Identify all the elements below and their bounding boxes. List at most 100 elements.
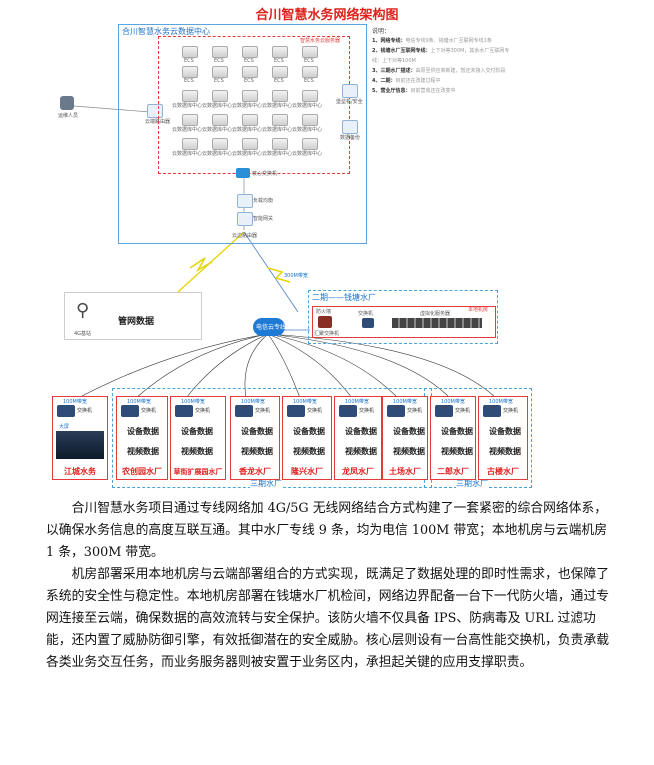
- switch-icon: [483, 405, 501, 417]
- device-data-label: 设备数据: [293, 426, 325, 437]
- database-label: 云数据库中心: [202, 102, 232, 109]
- server-icon: [242, 46, 258, 58]
- video-data-label: 视频数据: [241, 446, 273, 457]
- tower-icon: ⚲: [76, 300, 89, 321]
- switch-label: 交换机: [407, 407, 422, 414]
- legend: 说明： 1、网络专线：电信专线9条、钱塘水厂互联网专线1条 2、钱塘水厂互联网专…: [372, 28, 532, 98]
- security-icon: [342, 84, 358, 98]
- legend-item: 1、网络专线：电信专线9条、钱塘水厂互联网专线1条: [372, 38, 532, 45]
- plant-name: 香龙水厂: [231, 466, 279, 477]
- plant-name: 隆兴水厂: [283, 466, 331, 477]
- lightning-1: [190, 258, 212, 270]
- server-icon: [212, 66, 228, 78]
- server-icon: [272, 66, 288, 78]
- device-data-label: 设备数据: [127, 426, 159, 437]
- device-data-label: 设备数据: [241, 426, 273, 437]
- virtual-servers-icon: [392, 318, 482, 328]
- video-data-label: 视频数据: [293, 446, 325, 457]
- database-label: 云数据库中心: [232, 102, 262, 109]
- server-icon: [212, 46, 228, 58]
- cloud-router-label: 云边路由器: [232, 232, 257, 239]
- video-data-label: 视频数据: [181, 446, 213, 457]
- load-balancer-label: 负载均衡: [253, 197, 273, 204]
- switch-label: 交换机: [77, 407, 92, 414]
- plant-name: 二郎水厂: [431, 466, 475, 477]
- plant-name: 草街扩展园水厂: [171, 467, 225, 477]
- switch-label: 交换机: [503, 407, 518, 414]
- switch-icon: [57, 405, 75, 417]
- core-switch-icon: [236, 168, 250, 178]
- server-label: ECS: [244, 58, 254, 64]
- video-data-label: 视频数据: [127, 446, 159, 457]
- database-label: 云数据库中心: [172, 150, 202, 157]
- database-label: 云数据库中心: [202, 150, 232, 157]
- plant-caojie: 100M带宽 交换机 设备数据 视频数据 草街扩展园水厂: [170, 396, 226, 480]
- server-label: ECS: [304, 78, 314, 84]
- database-label: 云数据库中心: [232, 150, 262, 157]
- database-label: 云数据库中心: [202, 126, 232, 133]
- server-icon: [182, 46, 198, 58]
- server-room-label: 本地机房: [468, 306, 488, 313]
- database-label: 云数据库中心: [262, 102, 292, 109]
- backup-icon: [342, 120, 358, 134]
- switch-icon: [287, 405, 305, 417]
- database-icon: [182, 138, 198, 150]
- cluster-label: 智慧水务云服务器: [300, 37, 340, 44]
- description-text: 合川智慧水务项目通过专线网络加 4G/5G 无线网络结合方式构建了一套紧密的综合…: [46, 498, 612, 674]
- switch-icon: [175, 405, 193, 417]
- database-label: 云数据库中心: [262, 126, 292, 133]
- plant-tuchang: 100M带宽 交换机 设备数据 视频数据 土场水厂: [382, 396, 428, 480]
- switch-label: 交换机: [307, 407, 322, 414]
- plant-longfeng: 100M带宽 交换机 设备数据 视频数据 龙凤水厂: [334, 396, 382, 480]
- switch-p2-label: 交换机: [358, 310, 373, 317]
- database-label: 云数据库中心: [292, 150, 322, 157]
- legend-heading: 说明：: [372, 28, 532, 35]
- switch-label: 交换机: [195, 407, 210, 414]
- server-label: ECS: [274, 58, 284, 64]
- server-icon: [242, 66, 258, 78]
- bandwidth-label: 100M带宽: [345, 398, 369, 405]
- server-grid: ECS ECS ECS ECS ECS ECS ECS ECS ECS ECS …: [168, 44, 338, 168]
- legend-item: 3、三期水厂描述：由原至供应商新建，暂还未接入交付阶段: [372, 68, 532, 75]
- user-icon: [60, 96, 74, 110]
- device-data-label: 设备数据: [441, 426, 473, 437]
- device-data-label: 设备数据: [393, 426, 425, 437]
- database-icon: [242, 114, 258, 126]
- switch-label: 交换机: [455, 407, 470, 414]
- bandwidth-label: 100M带宽: [489, 398, 513, 405]
- video-data-label: 视频数据: [393, 446, 425, 457]
- plant-name: 龙凤水厂: [335, 466, 381, 477]
- tower-label: 4G基站: [74, 330, 91, 337]
- device-data-label: 设备数据: [489, 426, 521, 437]
- switch-label: 交换机: [255, 407, 270, 414]
- legend-item: 4、二期：目前还在改建过程中: [372, 78, 532, 85]
- server-label: ECS: [274, 78, 284, 84]
- database-icon: [302, 114, 318, 126]
- firewall-label: 防火墙: [316, 308, 331, 315]
- database-icon: [272, 138, 288, 150]
- plant-gulou: 100M带宽 交换机 设备数据 视频数据 古楼水厂: [478, 396, 528, 480]
- server-label: ECS: [184, 78, 194, 84]
- server-icon: [272, 46, 288, 58]
- server-icon: [302, 46, 318, 58]
- plant-xianglong: 100M带宽 交换机 设备数据 视频数据 香龙水厂: [230, 396, 280, 480]
- user-label: 运维人员: [58, 112, 78, 119]
- core-switch-p2-label: 汇聚交换机: [314, 330, 339, 337]
- database-icon: [242, 138, 258, 150]
- legend-item: 5、营业厅信息：目前营收还在改变中: [372, 88, 532, 95]
- switch-icon: [339, 405, 357, 417]
- switch-icon: [435, 405, 453, 417]
- database-label: 云数据库中心: [232, 126, 262, 133]
- plant-name: 古楼水厂: [479, 466, 527, 477]
- device-data-label: 设备数据: [345, 426, 377, 437]
- bandwidth-label: 100M带宽: [393, 398, 417, 405]
- database-icon: [212, 114, 228, 126]
- database-icon: [182, 90, 198, 102]
- database-label: 云数据库中心: [172, 102, 202, 109]
- bandwidth-label: 100M带宽: [293, 398, 317, 405]
- paragraph: 合川智慧水务项目通过专线网络加 4G/5G 无线网络结合方式构建了一套紧密的综合…: [46, 498, 612, 564]
- video-data-label: 视频数据: [489, 446, 521, 457]
- dx-cloud-label: 电信云专线: [256, 322, 286, 331]
- database-icon: [272, 90, 288, 102]
- legend-item: 线：上下对等100M: [372, 58, 532, 65]
